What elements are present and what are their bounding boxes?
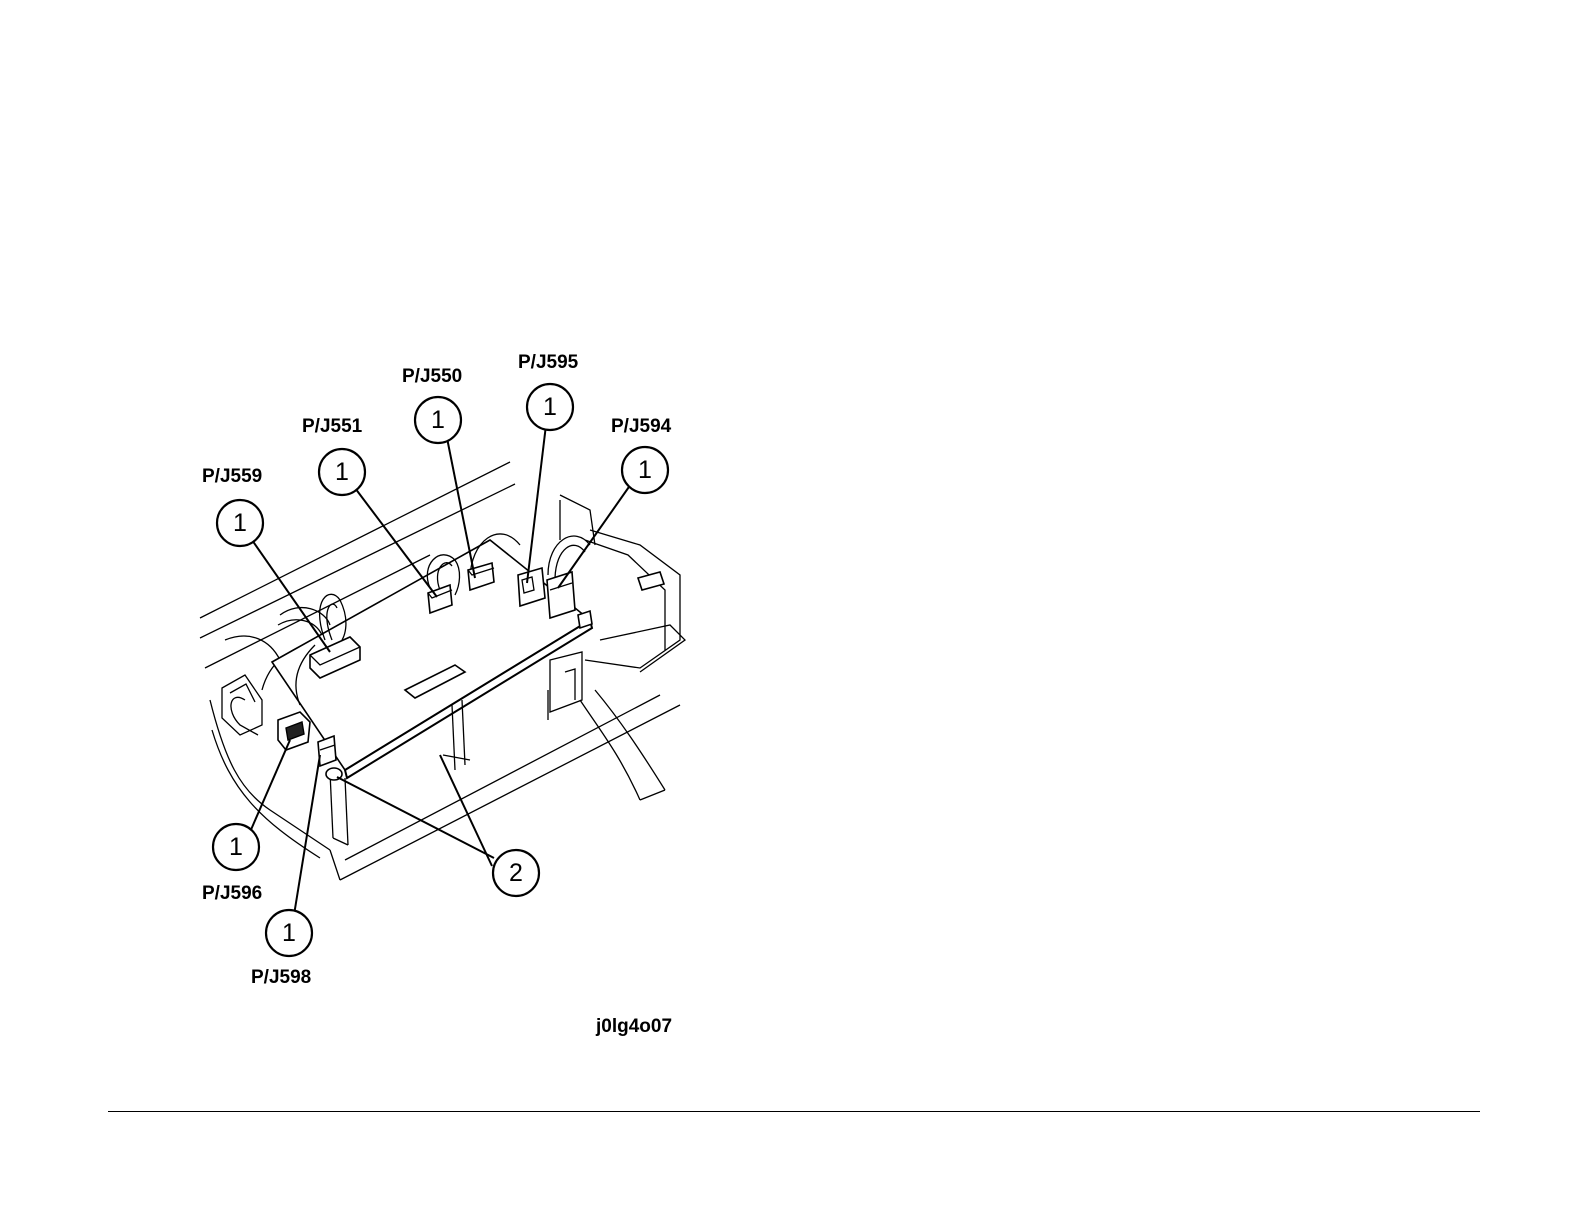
connector-motor-body	[638, 572, 664, 590]
connector-pj598-body	[318, 736, 336, 766]
connector-label-pj595: P/J595	[518, 352, 579, 373]
connector-label-pj598: P/J598	[251, 967, 311, 988]
connector-label-pj551: P/J551	[302, 416, 363, 437]
callout-number: 1	[229, 833, 243, 861]
connector-label-pj596: P/J596	[202, 883, 262, 904]
callout-pj594: 1 P/J594	[611, 416, 672, 493]
callout-number: 1	[543, 393, 557, 421]
callout-number: 2	[509, 859, 523, 887]
callout-number: 1	[282, 919, 296, 947]
callout-support: 2	[493, 850, 539, 896]
callout-pj559: 1 P/J559	[202, 466, 263, 546]
footer-rule	[108, 1111, 1480, 1112]
callout-pj598: 1 P/J598	[251, 910, 312, 988]
connector-label-pj594: P/J594	[611, 416, 672, 437]
figure-id: j0lg4o07	[595, 1016, 672, 1037]
connector-label-pj550: P/J550	[402, 366, 462, 387]
connector-pj596-body	[278, 712, 310, 750]
callout-pj595: 1 P/J595	[518, 352, 579, 430]
callout-pj551: 1 P/J551	[302, 416, 365, 495]
connector-label-pj559: P/J559	[202, 466, 262, 487]
callout-number: 1	[233, 509, 247, 537]
callout-number: 1	[335, 458, 349, 486]
callout-number: 1	[431, 406, 445, 434]
callout-pj596: 1 P/J596	[202, 824, 262, 904]
callout-pj550: 1 P/J550	[402, 366, 462, 443]
callout-number: 1	[638, 456, 652, 484]
